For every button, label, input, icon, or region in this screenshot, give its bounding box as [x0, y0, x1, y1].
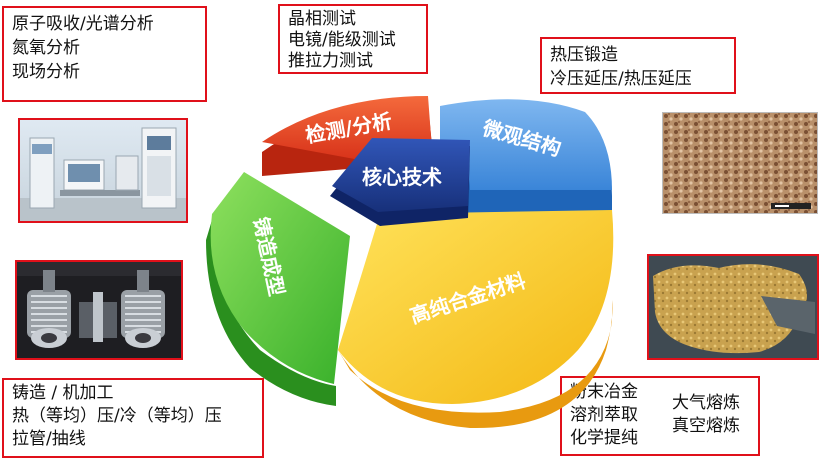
segment-casting-forming: 铸造成型	[206, 172, 350, 406]
box-line: 电镜/能级测试	[288, 30, 396, 50]
box-line: 晶相测试	[288, 9, 356, 29]
microstructure-image	[663, 113, 817, 213]
box-line: 现场分析	[12, 62, 80, 82]
box-line: 铸造 / 机加工	[12, 383, 114, 403]
box-line: 溶剂萃取	[570, 405, 638, 425]
box-pressing-methods: 热压锻造 冷压延压/热压延压	[540, 37, 736, 94]
box-line: 热压锻造	[550, 45, 618, 65]
box-line: 粉末冶金	[570, 382, 638, 402]
tensile-machine-photo	[15, 260, 183, 360]
center-label: 核心技术	[362, 165, 442, 189]
microstructure-photo	[662, 112, 818, 214]
powder-material-image	[649, 256, 817, 358]
box-line: 原子吸收/光谱分析	[12, 14, 154, 34]
box-line: 冷压延压/热压延压	[550, 69, 692, 89]
box-line: 大气熔炼	[672, 393, 740, 413]
box-analysis-methods: 原子吸收/光谱分析 氮氧分析 现场分析	[2, 6, 207, 102]
tensile-machine-image	[17, 262, 181, 358]
box-line: 真空熔炼	[672, 416, 740, 436]
box-line: 拉管/抽线	[12, 429, 86, 449]
box-testing-methods: 晶相测试 电镜/能级测试 推拉力测试	[278, 4, 428, 74]
box-refining-methods: 粉末冶金 溶剂萃取 化学提纯 大气熔炼 真空熔炼	[560, 376, 760, 456]
segment-high-purity-alloy: 高纯合金材料	[338, 210, 614, 429]
lab-equipment-photo	[18, 118, 188, 223]
box-forming-methods: 铸造 / 机加工 热（等均）压/冷（等均）压 拉管/抽线	[2, 378, 264, 458]
powder-material-photo	[647, 254, 819, 360]
box-line: 氮氧分析	[12, 38, 80, 58]
lab-equipment-image	[20, 120, 186, 221]
box-line: 推拉力测试	[288, 51, 373, 71]
box-line: 热（等均）压/冷（等均）压	[12, 406, 222, 426]
segment-micro-structure: 微观结构	[440, 99, 612, 214]
center-core-technology: 核心技术	[330, 138, 470, 226]
box-line: 化学提纯	[570, 428, 638, 448]
